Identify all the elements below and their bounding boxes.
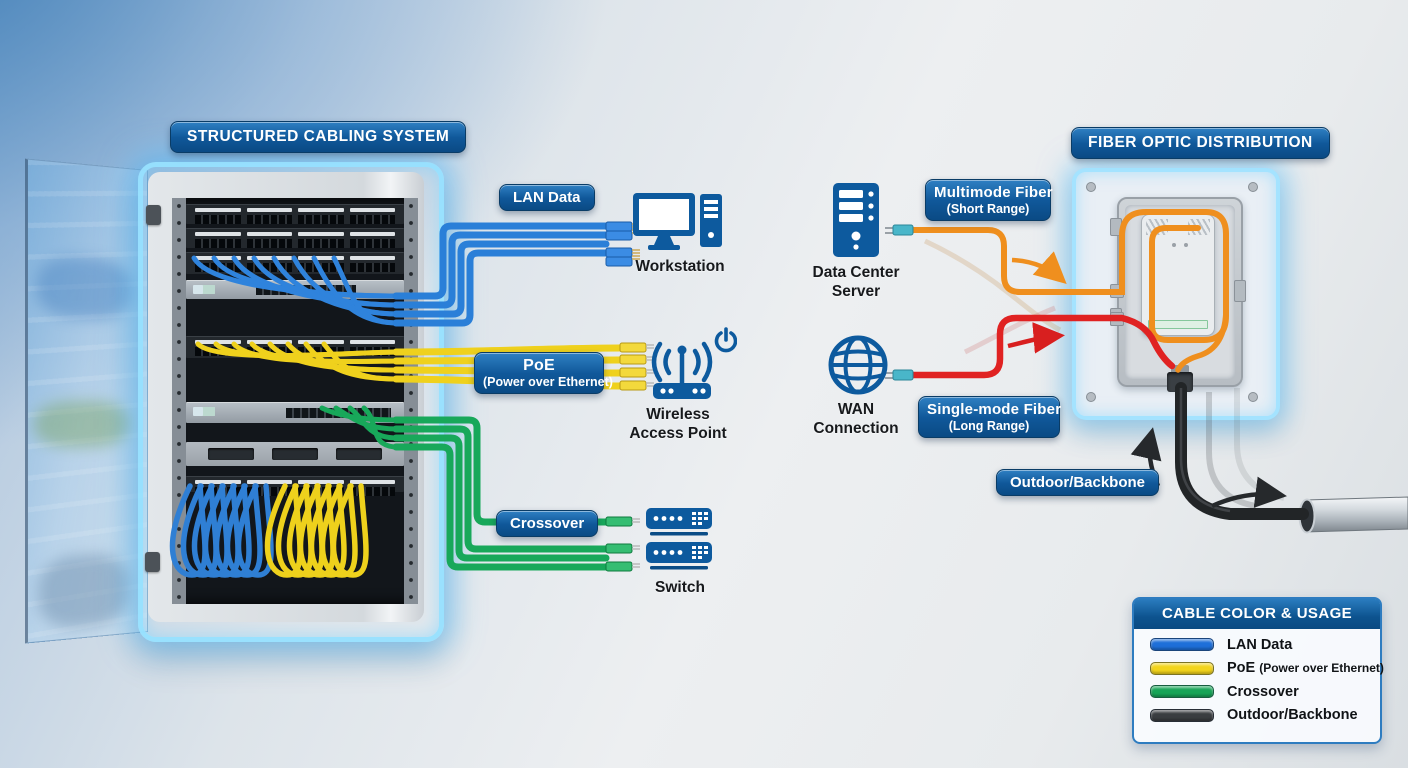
panel-screw: [1248, 182, 1258, 192]
singlemode-line2: (Long Range): [948, 419, 1030, 433]
lan-data-label: LAN Data: [499, 184, 595, 211]
door-ghost-blue-cables: [36, 254, 133, 321]
singlemode-fiber-label: Single-mode Fiber (Long Range): [918, 396, 1062, 438]
legend-title-text: CABLE COLOR & USAGE: [1161, 605, 1353, 622]
legend-swatch-black: [1150, 708, 1214, 722]
switch-unit-2: [186, 402, 404, 423]
patch-panel-5-loops: [186, 476, 404, 496]
server-caption: Data Center Server: [788, 263, 924, 301]
door-hinge-bottom: [145, 552, 160, 572]
fiber-distribution-title-text: FIBER OPTIC DISTRIBUTION: [1088, 134, 1313, 151]
poe-label: PoE (Power over Ethernet): [474, 352, 613, 394]
workstation-caption-text: Workstation: [635, 258, 725, 275]
orange-flow-arrow: [1011, 251, 1067, 285]
switch-unit-1: [186, 280, 404, 299]
door-hinge-top: [146, 205, 161, 225]
structured-cabling-title-text: STRUCTURED CABLING SYSTEM: [187, 128, 450, 145]
legend-swatch-blue: [1150, 638, 1214, 651]
legend-row-lan: LAN Data: [1150, 637, 1380, 653]
legend-title: CABLE COLOR & USAGE: [1134, 599, 1380, 629]
wan-caption-line2: Connection: [813, 420, 899, 437]
legend-label: Crossover: [1227, 683, 1299, 700]
crossover-label: Crossover: [496, 510, 599, 537]
power-icon: [714, 327, 737, 353]
wireless-access-point-icon: [651, 327, 737, 399]
legend-swatch-yellow: [1150, 661, 1214, 675]
switch-icon: [646, 508, 712, 570]
red-echo: [963, 305, 1056, 355]
server-caption-line2: Server: [831, 283, 881, 300]
legend-panel: CABLE COLOR & USAGE LAN Data PoE (Power …: [1132, 597, 1384, 744]
legend-label: PoE: [1227, 660, 1256, 676]
cabinet-glass-door: [24, 158, 149, 644]
wireless-ap-caption: Wireless Access Point: [598, 405, 758, 443]
lan-data-label-text: LAN Data: [513, 189, 581, 206]
poe-label-line1: PoE: [523, 357, 555, 374]
rack-cabinet: [138, 162, 444, 642]
multimode-fiber-label: Multimode Fiber (Short Range): [925, 179, 1053, 221]
wireless-caption-line1: Wireless: [646, 406, 710, 423]
orange-echo: [923, 238, 1062, 333]
legend-label: Outdoor/Backbone: [1227, 707, 1358, 723]
crossover-connectors: [605, 516, 640, 572]
patch-panel-3-lan: [186, 252, 404, 274]
crossover-label-text: Crossover: [510, 515, 585, 532]
cabinet-interior: [172, 198, 418, 604]
singlemode-connector: [885, 369, 914, 381]
data-center-server-icon: [833, 183, 879, 257]
panel-screw: [1086, 182, 1096, 192]
enclosure-hinge: [1110, 218, 1122, 236]
panel-screw: [1248, 392, 1258, 402]
multimode-line1: Multimode Fiber: [934, 184, 1053, 201]
black-right-arrow: [1211, 476, 1287, 509]
workstation-icon: [633, 193, 722, 250]
legend-swatch-green: [1150, 685, 1214, 698]
multimode-line2: (Short Range): [946, 202, 1030, 216]
legend-row-crossover: Crossover: [1150, 684, 1380, 700]
rack-rail-right: [404, 198, 418, 604]
poe-label-line2: (Power over Ethernet): [483, 375, 613, 389]
multimode-connector: [885, 224, 914, 236]
outdoor-conduit: [1298, 496, 1408, 534]
wan-globe-icon: [828, 335, 888, 395]
legend-row-poe: PoE (Power over Ethernet): [1150, 660, 1384, 676]
wan-caption-line1: WAN: [837, 401, 875, 418]
switch-caption: Switch: [600, 578, 760, 597]
legend-label: LAN Data: [1227, 636, 1293, 653]
panel-screw: [1086, 392, 1096, 402]
blank-vent-panel: [186, 442, 404, 466]
outdoor-backbone-label: Outdoor/Backbone: [996, 469, 1160, 496]
rack-rail-left: [172, 198, 186, 604]
wan-caption: WAN Connection: [788, 400, 924, 438]
fiber-entry-port: [1110, 284, 1124, 298]
fiber-distribution-title: FIBER OPTIC DISTRIBUTION: [1071, 127, 1330, 159]
patch-panel-4-poe: [186, 336, 404, 358]
server-caption-line1: Data Center: [812, 264, 900, 281]
enclosure-latch: [1234, 280, 1246, 302]
door-ghost-green-cables: [34, 401, 131, 449]
patch-panel-1: [186, 204, 404, 224]
cabinet-frame: [148, 172, 424, 622]
structured-cabling-title: STRUCTURED CABLING SYSTEM: [170, 121, 467, 153]
switch-caption-text: Switch: [655, 579, 705, 596]
workstation-caption: Workstation: [600, 257, 760, 276]
outdoor-backbone-label-text: Outdoor/Backbone: [1010, 474, 1146, 491]
splice-tray: [1141, 214, 1215, 336]
cable-gland: [1167, 372, 1193, 392]
wireless-caption-line2: Access Point: [629, 425, 727, 442]
fiber-entry-port: [1110, 312, 1124, 326]
singlemode-line1: Single-mode Fiber: [927, 401, 1062, 418]
legend-sublabel: (Power over Ethernet): [1259, 661, 1384, 675]
red-flow-arrow: [1007, 322, 1065, 354]
patch-panel-2: [186, 228, 404, 248]
legend-row-outdoor: Outdoor/Backbone: [1150, 707, 1380, 723]
